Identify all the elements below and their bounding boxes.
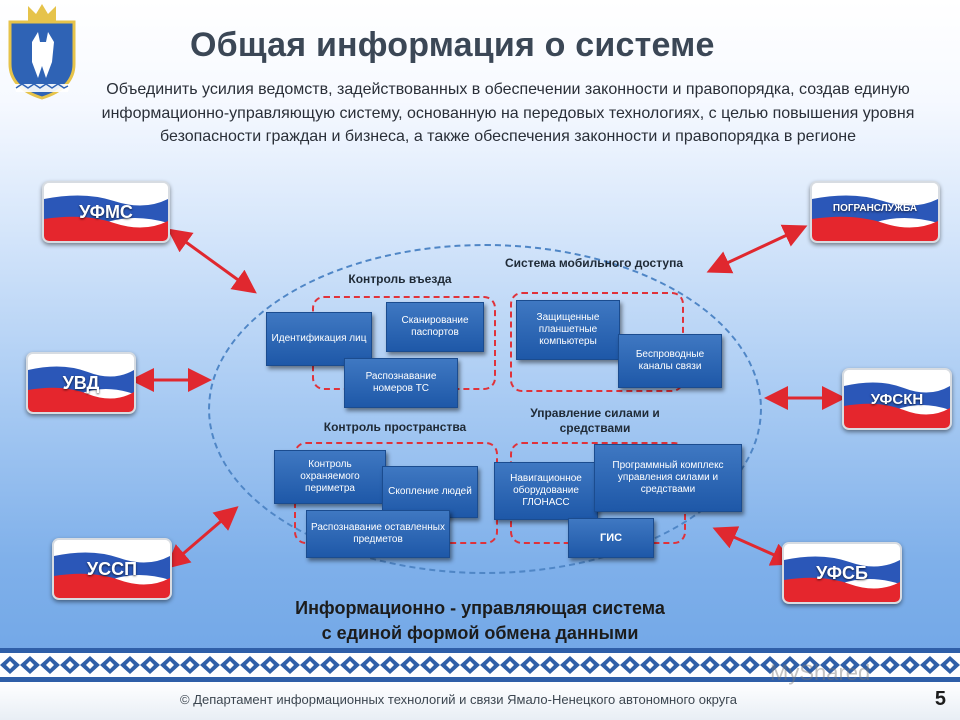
system-caption: Информационно - управляющая система с ед… — [230, 596, 730, 646]
ornament-band — [0, 648, 960, 682]
flag-icon — [44, 183, 168, 241]
box-gis: ГИС — [568, 518, 654, 558]
agency-ufsb: УФСБ — [782, 542, 902, 604]
arrow-ussp — [165, 506, 239, 569]
system-caption-line2: с единой формой обмена данными — [321, 623, 639, 643]
box-crowd: Скопление людей — [382, 466, 478, 518]
agency-uvd: УВД — [26, 352, 136, 414]
box-perimeter-control: Контроль охраняемого периметра — [274, 450, 386, 504]
arrow-ufms — [167, 228, 257, 294]
agency-ussp: УССП — [52, 538, 172, 600]
footer-bar — [0, 682, 960, 720]
flag-icon — [844, 370, 950, 428]
agency-label: УФСКН — [870, 390, 924, 408]
agency-ufskn: УФСКН — [842, 368, 952, 430]
group-label-space: Контроль пространства — [323, 420, 467, 434]
box-forces-software: Программный комплекс управления силами и… — [594, 444, 742, 512]
watermark: MyShared — [770, 660, 871, 685]
page-number: 5 — [934, 688, 946, 710]
flag-icon — [28, 354, 134, 412]
box-wireless-channels: Беспроводные каналы связи — [618, 334, 722, 388]
box-passport-scan: Сканирование паспортов — [386, 302, 484, 352]
group-label-mobile: Система мобильного доступа — [505, 256, 683, 270]
footer-copyright: © Департамент информационных технологий … — [180, 692, 737, 707]
agency-label: УФСБ — [816, 562, 868, 583]
box-glonass: Навигационное оборудование ГЛОНАСС — [494, 462, 598, 520]
flag-icon — [54, 540, 170, 598]
system-caption-line1: Информационно - управляющая система — [295, 598, 665, 618]
box-face-identification: Идентификация лиц — [266, 312, 372, 366]
agency-ufms: УФМС — [42, 181, 170, 243]
system-oval — [208, 244, 762, 574]
agency-label: ПОГРАНСЛУЖБА — [832, 203, 918, 214]
agency-label: УССП — [86, 558, 138, 579]
page-title: Общая информация о системе — [190, 26, 715, 64]
agency-label: УВД — [62, 372, 100, 393]
emblem-icon — [8, 4, 76, 100]
flag-icon — [812, 183, 938, 241]
group-label-forces: Управление силами и средствами — [530, 406, 660, 435]
group-label-entry: Контроль въезда — [348, 272, 452, 286]
box-abandoned-objects: Распознавание оставленных предметов — [306, 510, 450, 558]
agency-label: УФМС — [79, 201, 133, 222]
arrow-ufsb — [712, 526, 796, 566]
arrow-pogran — [706, 224, 808, 274]
box-plate-recognition: Распознавание номеров ТС — [344, 358, 458, 408]
page-subtitle: Объединить усилия ведомств, задействован… — [101, 81, 915, 145]
agency-pogran: ПОГРАНСЛУЖБА — [810, 181, 940, 243]
flag-icon — [784, 544, 900, 602]
box-secure-tablets: Защищенные планшетные компьютеры — [516, 300, 620, 360]
